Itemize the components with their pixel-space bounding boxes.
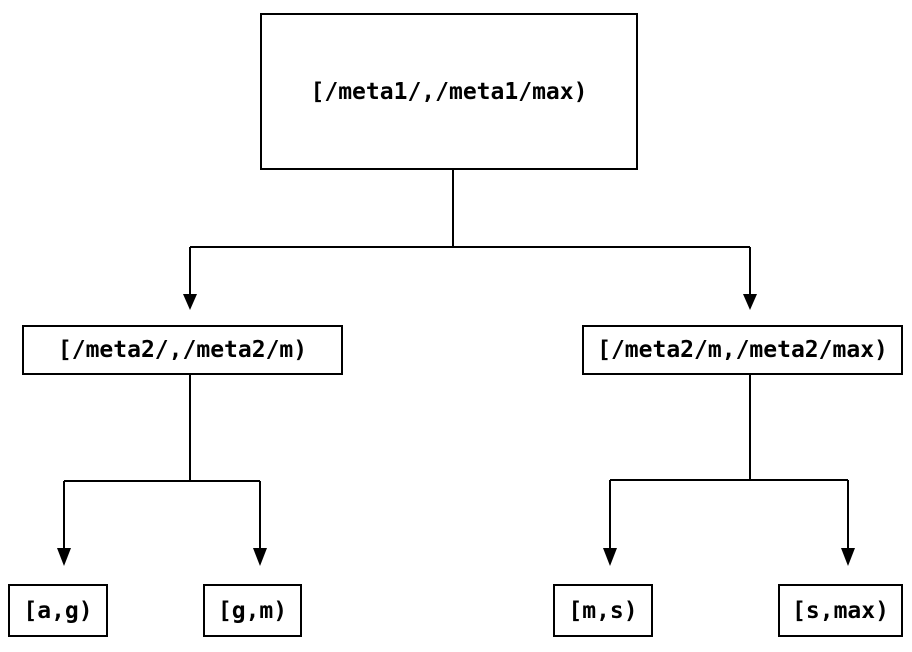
node-left-interval: [/meta2/,/meta2/m) <box>22 325 343 375</box>
edge-left-to-leaves <box>63 375 261 550</box>
node-leaf-smax: [s,max) <box>778 584 903 637</box>
arrowhead-right-to-leaf-smax-icon <box>841 548 855 566</box>
node-right-interval: [/meta2/m,/meta2/max) <box>582 325 903 375</box>
arrowhead-right-to-leaf-ms-icon <box>603 548 617 566</box>
arrowhead-left-to-leaf-gm-icon <box>253 548 267 566</box>
node-root-interval: [/meta1/,/meta1/max) <box>260 13 638 170</box>
arrowhead-root-to-left-icon <box>183 294 197 310</box>
node-leaf-gm: [g,m) <box>203 584 302 637</box>
arrowhead-root-to-right-icon <box>743 294 757 310</box>
arrowhead-left-to-leaf-ag-icon <box>57 548 71 566</box>
edge-right-to-leaves <box>609 375 849 550</box>
node-leaf-ms: [m,s) <box>553 584 653 637</box>
node-leaf-ag: [a,g) <box>8 584 108 637</box>
edge-root-to-children <box>189 170 751 296</box>
